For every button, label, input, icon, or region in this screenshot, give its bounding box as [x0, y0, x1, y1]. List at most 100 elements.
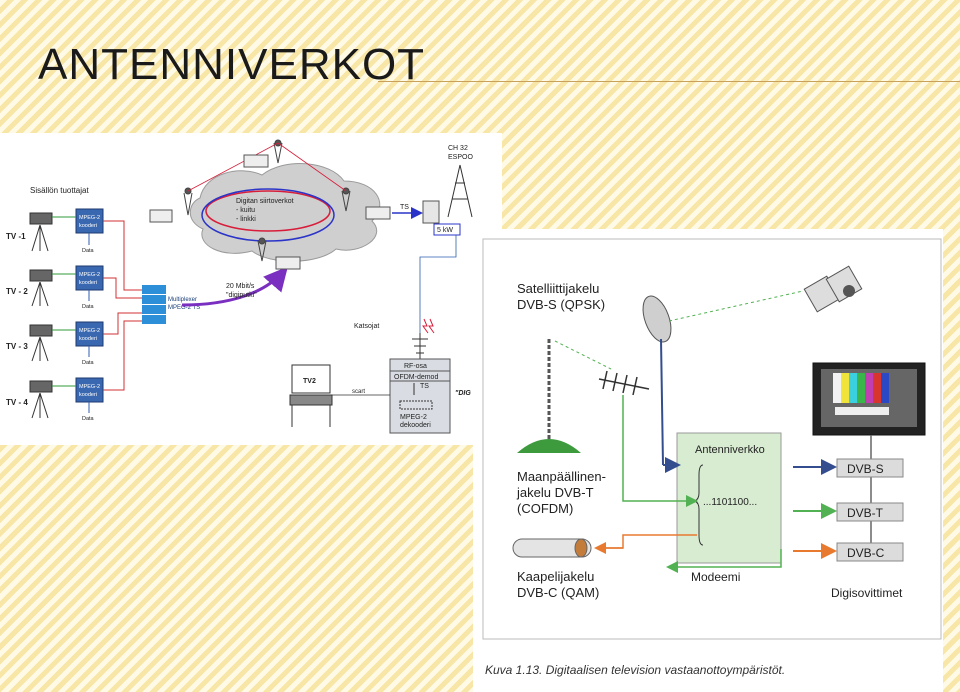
svg-text:MPEG-2: MPEG-2 [79, 384, 100, 390]
equipment-rack-icon [365, 206, 391, 220]
bitrate-label: 20 Mbit/s [226, 283, 255, 290]
figure-caption: Kuva 1.13. Digitaalisen television vasta… [485, 663, 785, 677]
channel-label: TV - 3 [6, 342, 28, 351]
transmission-network-cloud: Digitan siirtoverkot - kuitu - linkki [189, 163, 381, 262]
video-wires [52, 216, 76, 387]
svg-text:- kuitu: - kuitu [236, 207, 255, 214]
svg-text:MPEG-2: MPEG-2 [79, 215, 100, 221]
satellite-distribution-label: Satelliittijakelu [517, 281, 599, 296]
multiplexer-stack: Multiplexer MPEG-2 TS [142, 285, 200, 324]
terrestrial-modulation-label: (COFDM) [517, 501, 573, 516]
channel-label: TV - 2 [6, 287, 28, 296]
set-top-receiver-box: RF-osa OFDM-demod TS MPEG-2 dekooderi [389, 358, 451, 434]
transmitter-site-label: ESPOO [448, 154, 473, 161]
svg-text:Antenniverkko: Antenniverkko [695, 444, 765, 456]
satellite-icon [803, 265, 863, 313]
data-label: Data [82, 360, 95, 366]
channel-label: TV -1 [6, 232, 26, 241]
svg-text:TV2: TV2 [303, 378, 316, 385]
equipment-rack-icon [243, 154, 269, 168]
mpeg2-encoder-box: MPEG-2 kooderi [75, 377, 104, 403]
transport-stream-arrow [181, 266, 288, 307]
channel-number-label: CH 32 [448, 145, 468, 152]
modem-label: Modeemi [691, 570, 740, 584]
svg-text:kooderi: kooderi [79, 280, 97, 286]
television-monitor-icon [812, 362, 926, 436]
satellite-standard-label: DVB-S (QPSK) [517, 297, 605, 312]
link-tower-icon [273, 139, 283, 164]
tv-set-icon: TV2 [289, 364, 333, 427]
camera-icon [29, 324, 53, 362]
scart-label: scart [352, 389, 365, 395]
svg-text:Multiplexer: Multiplexer [168, 297, 197, 303]
data-label: Data [82, 304, 95, 310]
svg-text:...1101100...: ...1101100... [703, 497, 757, 508]
yagi-antenna-icon [598, 370, 650, 396]
dvb-s-box: DVB-S [836, 458, 904, 478]
broadcast-chain-diagram: Sisällön tuottajat TV -1 TV - 2 TV - 3 T… [6, 139, 473, 434]
svg-text:RF-osa: RF-osa [404, 363, 427, 370]
terrestrial-signal-line [554, 340, 612, 370]
svg-text:MPEG-2 TS: MPEG-2 TS [168, 305, 200, 311]
svg-text:MPEG-2: MPEG-2 [79, 328, 100, 334]
digipipe-label: "digiputki" [226, 292, 257, 299]
cable-distribution-label: Kaapelijakelu [517, 569, 594, 584]
radio-link-lines [187, 142, 347, 192]
antenna-network-box: Antenniverkko ...1101100... [676, 432, 782, 564]
svg-text:kooderi: kooderi [79, 223, 97, 229]
mpeg2-encoder-box: MPEG-2 kooderi [75, 208, 104, 234]
viewers-label: Katsojat [354, 323, 379, 330]
svg-text:TS: TS [420, 383, 429, 390]
terrestrial-standard-label: jakelu DVB-T [516, 485, 594, 500]
broadcast-path-line [419, 235, 457, 355]
channel-label: TV - 4 [6, 398, 28, 407]
data-label: Data [82, 248, 95, 254]
reception-environments-figure: Satelliittijakelu DVB-S (QPSK) Maanpääll… [473, 229, 943, 692]
link-tower-icon [183, 187, 193, 216]
mpeg2-encoder-box: MPEG-2 kooderi [75, 321, 104, 347]
terrestrial-feed-line [622, 395, 698, 507]
camera-icon [29, 380, 53, 419]
transmitter-power-label: 5 kW [437, 227, 453, 234]
data-label: Data [82, 416, 95, 422]
svg-text:dekooderi: dekooderi [400, 422, 431, 429]
content-providers-label: Sisällön tuottajat [30, 186, 89, 195]
svg-text:Digitan siirtoverkot: Digitan siirtoverkot [236, 198, 294, 205]
dvb-c-box: DVB-C [836, 542, 904, 562]
svg-text:kooderi: kooderi [79, 392, 97, 398]
svg-text:MPEG-2: MPEG-2 [400, 414, 427, 421]
title-rule [378, 81, 960, 82]
equipment-rack-icon [275, 256, 301, 270]
link-tower-icon [257, 237, 267, 262]
mpeg2-encoder-box: MPEG-2 kooderi [75, 265, 104, 291]
set-top-boxes-label: Digisovittimet [831, 586, 903, 600]
camera-icon [29, 269, 53, 307]
slide-title: ANTENNIVERKOT [38, 40, 426, 89]
transmitter-power-box [433, 223, 461, 236]
truncated-dig-label: "DIG [455, 390, 471, 397]
svg-text:DVB-S: DVB-S [847, 462, 884, 476]
encoder-output-wires [103, 220, 142, 391]
reception-environments-diagram: Satelliittijakelu DVB-S (QPSK) Maanpääll… [482, 238, 942, 677]
svg-text:MPEG-2: MPEG-2 [79, 272, 100, 278]
svg-text:OFDM-demod: OFDM-demod [394, 374, 438, 381]
svg-text:DVB-T: DVB-T [847, 506, 884, 520]
equipment-rack-icon [149, 209, 173, 223]
receiving-antenna-icon [412, 318, 435, 359]
svg-text:DVB-C: DVB-C [847, 546, 885, 560]
svg-text:kooderi: kooderi [79, 336, 97, 342]
dvb-t-box: DVB-T [836, 502, 904, 522]
coax-cable-icon [512, 538, 592, 558]
transmitter-building-icon [422, 200, 440, 224]
satellite-signal-line [668, 290, 804, 322]
camera-icon [29, 212, 53, 252]
broadcast-chain-figure: Sisällön tuottajat TV -1 TV - 2 TV - 3 T… [0, 133, 502, 445]
modem-line [666, 549, 782, 573]
satellite-dish-icon [642, 295, 672, 466]
svg-text:- linkki: - linkki [236, 216, 256, 223]
terrestrial-mast-icon [517, 339, 581, 453]
transmitter-mast-icon [447, 164, 473, 218]
cable-standard-label: DVB-C (QAM) [517, 585, 599, 600]
ts-label: TS [400, 204, 409, 211]
terrestrial-distribution-label: Maanpäällinen- [517, 469, 606, 484]
